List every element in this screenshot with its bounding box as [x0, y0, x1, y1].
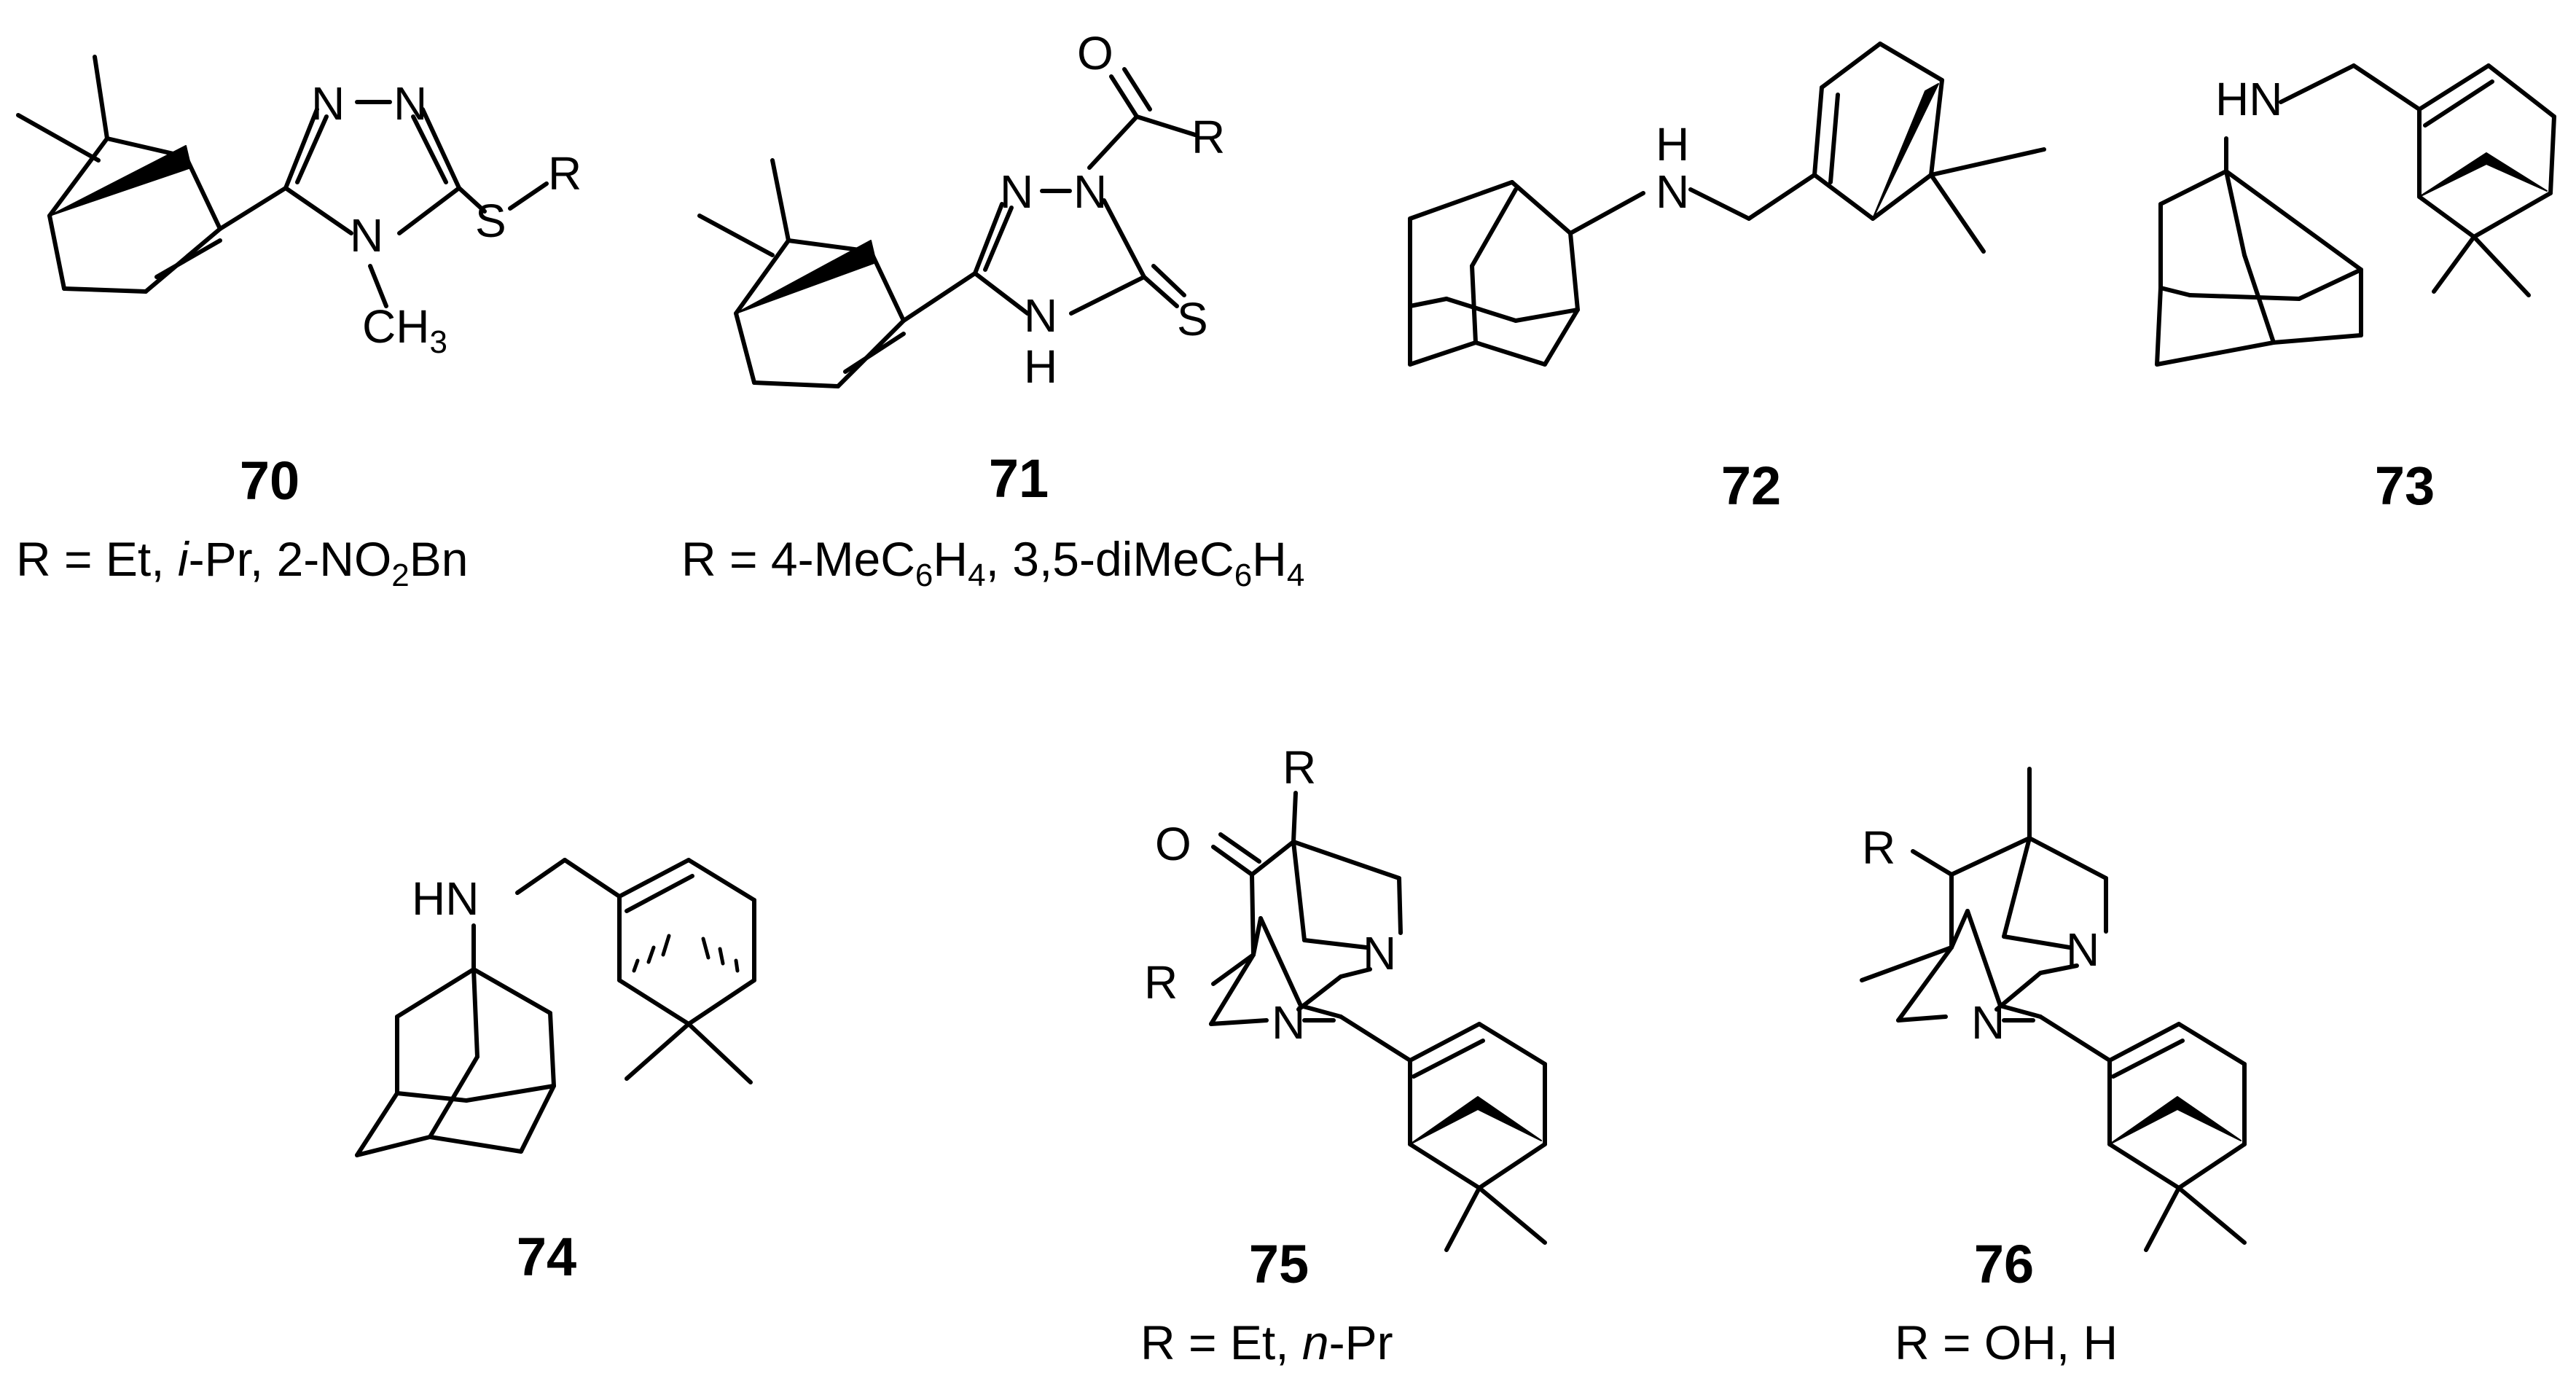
atom-N: N [394, 77, 427, 130]
atom-HN: HN [412, 872, 479, 925]
wedge-bond [49, 145, 192, 216]
atom-N: N [1000, 165, 1033, 218]
atom-CH3: CH3 [362, 300, 447, 360]
atom-R: R [548, 147, 582, 200]
atom-H: H [1656, 118, 1689, 171]
compound-number-70: 70 [240, 450, 300, 511]
compound-71-substituents: R = 4-MeC6H4, 3,5-diMeC6H4 [681, 532, 1304, 593]
atom-N: N [1656, 165, 1689, 218]
compound-number-72: 72 [1721, 456, 1781, 516]
atom-N: N [1363, 927, 1396, 980]
wedge-bond [2109, 1096, 2242, 1145]
wedge-bond [1872, 83, 1939, 219]
atom-R: R [1144, 956, 1178, 1009]
atom-R: R [1862, 821, 1895, 874]
compound-number-74: 74 [517, 1227, 576, 1287]
atom-HN: HN [2215, 73, 2282, 125]
hashed-wedge-bond [632, 934, 740, 973]
atom-N: N [1073, 165, 1107, 218]
structure-71: N N N H S O R 71 R = 4-MeC6H4, 3,5-diMeC… [681, 27, 1304, 593]
structure-72: H N 72 [1408, 42, 2046, 516]
atom-N: N [311, 77, 345, 130]
atom-N: N [1971, 996, 2005, 1049]
structure-75: R O R N N 75 R = Et, n-Pr [1140, 741, 1547, 1369]
wedge-bond [735, 240, 877, 314]
compound-70-substituents: R = Et, i-Pr, 2-NO2Bn [16, 532, 469, 593]
structure-76: R N N 76 R = OH, H [1860, 767, 2247, 1369]
atom-H: H [1024, 340, 1057, 393]
atom-R: R [1191, 111, 1225, 163]
structure-73: HN 73 [2155, 63, 2556, 516]
atom-NH: N [1024, 289, 1057, 342]
structure-70: N N N S R CH3 70 R = Et, i-Pr, 2-NO2Bn [16, 55, 582, 593]
compound-76-substituents: R = OH, H [1895, 1315, 2118, 1369]
atom-O: O [1155, 818, 1191, 870]
atom-S: S [1177, 293, 1208, 345]
wedge-bond [1409, 1096, 1542, 1145]
compound-number-73: 73 [2375, 456, 2435, 516]
atom-S: S [475, 195, 506, 247]
compound-number-75: 75 [1249, 1234, 1309, 1294]
structure-74: HN 74 [355, 858, 756, 1287]
atom-O: O [1077, 27, 1113, 79]
atom-N: N [350, 209, 383, 262]
compound-75-substituents: R = Et, n-Pr [1140, 1315, 1393, 1369]
atom-N: N [2066, 923, 2099, 976]
atom-N: N [1272, 996, 1305, 1049]
wedge-bond [2419, 152, 2548, 198]
compound-number-76: 76 [1974, 1234, 2034, 1294]
atom-R: R [1283, 741, 1316, 794]
compound-number-71: 71 [989, 448, 1049, 509]
